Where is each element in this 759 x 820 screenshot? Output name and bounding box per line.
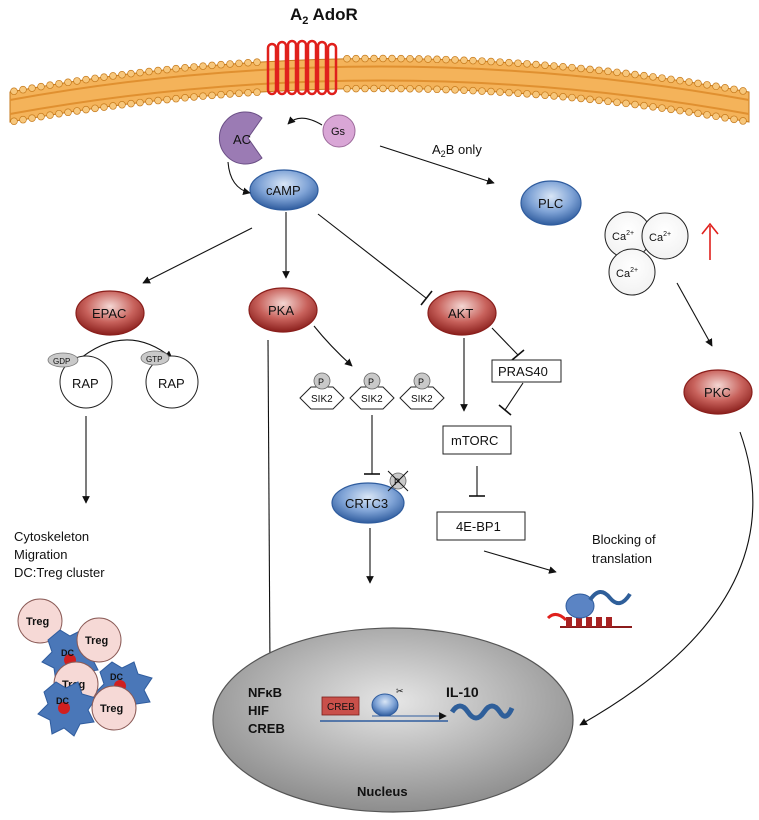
akt-to-pras40-inhibition — [491, 327, 519, 356]
svg-text:RAP: RAP — [158, 376, 185, 391]
treg-cell: Treg — [76, 617, 122, 663]
svg-text:Gs: Gs — [331, 126, 346, 138]
svg-text:PRAS40: PRAS40 — [498, 364, 548, 379]
pras40-box: PRAS40 — [491, 359, 562, 383]
svg-text:Treg: Treg — [85, 635, 108, 647]
svg-text:Ca2+: Ca2+ — [616, 267, 638, 280]
svg-text:IL-10: IL-10 — [446, 684, 479, 700]
dc-cell: DC — [37, 681, 97, 737]
calcium-increase-arrow-icon — [701, 222, 719, 260]
svg-text:SIK2: SIK2 — [411, 394, 433, 405]
svg-text:AC: AC — [233, 132, 251, 147]
svg-text:DC: DC — [61, 648, 74, 658]
polymerase-icon: ✂ — [371, 686, 404, 717]
svg-text:✂: ✂ — [396, 686, 404, 696]
svg-text:P: P — [368, 377, 374, 387]
blocking-translation-label: Blocking of translation — [592, 532, 659, 566]
svg-text:PKA: PKA — [268, 303, 294, 318]
il10-mrna: IL-10 — [446, 684, 515, 721]
nucleus: Nucleus NFκB HIF CREB CREB ✂ IL-10 — [212, 627, 574, 813]
svg-text:Treg: Treg — [100, 703, 123, 715]
nucleus-transcription-factors: NFκB HIF CREB — [248, 685, 286, 736]
svg-text:P: P — [418, 377, 424, 387]
creb-box: CREB — [321, 696, 360, 716]
calcium-ions: Ca2+ Ca2+ Ca2+ — [604, 211, 689, 296]
mtorc-box: mTORC — [442, 425, 512, 455]
akt-node: AKT — [427, 290, 497, 336]
ribosome-translation-icon — [546, 590, 632, 628]
svg-text:GDP: GDP — [53, 357, 70, 366]
svg-text:4E-BP1: 4E-BP1 — [456, 519, 501, 534]
svg-text:PLC: PLC — [538, 196, 563, 211]
svg-text:DC: DC — [56, 696, 69, 706]
a2b-only-label: A2B only — [432, 142, 482, 159]
camp-node: cAMP — [249, 169, 319, 211]
sik2-row: SIK2 SIK2 SIK2 P P P — [299, 372, 445, 410]
svg-text:GTP: GTP — [146, 355, 162, 364]
rap-gtp: GTP RAP — [140, 350, 199, 409]
receptor-title: A2 AdoR — [290, 5, 358, 27]
rap-gdp: GDP RAP — [47, 352, 113, 409]
svg-text:AKT: AKT — [448, 306, 473, 321]
svg-text:CREB: CREB — [327, 702, 355, 713]
plc-node: PLC — [520, 180, 582, 226]
svg-text:EPAC: EPAC — [92, 306, 126, 321]
svg-text:DC: DC — [110, 672, 123, 682]
svg-text:mTORC: mTORC — [451, 433, 498, 448]
svg-text:P: P — [318, 377, 324, 387]
svg-text:SIK2: SIK2 — [361, 394, 383, 405]
svg-text:Ca2+: Ca2+ — [612, 230, 634, 243]
treg-cell: Treg — [91, 685, 137, 731]
pka-node: PKA — [248, 287, 318, 333]
crtc3-node: CRTC3 — [331, 482, 405, 524]
epac-node: EPAC — [75, 290, 145, 336]
dephosphorylated-p-icon: P — [387, 470, 409, 492]
ac-enzyme: AC — [218, 111, 263, 165]
a2-adenosine-receptor — [266, 39, 338, 96]
treg-cell: Treg — [17, 598, 63, 644]
pkc-node: PKC — [683, 369, 753, 415]
camp-to-akt-inhibition — [317, 213, 427, 299]
svg-text:RAP: RAP — [72, 376, 99, 391]
svg-text:PKC: PKC — [704, 385, 731, 400]
svg-text:SIK2: SIK2 — [311, 394, 333, 405]
svg-text:Treg: Treg — [26, 616, 49, 628]
dc-treg-cluster: Treg DC Treg DC Treg DC Treg — [17, 598, 153, 737]
cell-membrane — [9, 54, 750, 126]
4ebp1-box: 4E-BP1 — [436, 511, 526, 541]
gs-protein: Gs — [322, 114, 356, 148]
cytoskeleton-label: Cytoskeleton Migration DC:Treg cluster — [14, 529, 105, 580]
svg-text:CRTC3: CRTC3 — [345, 496, 388, 511]
svg-text:Ca2+: Ca2+ — [649, 231, 671, 244]
nucleus-label: Nucleus — [357, 784, 408, 799]
svg-text:cAMP: cAMP — [266, 183, 301, 198]
